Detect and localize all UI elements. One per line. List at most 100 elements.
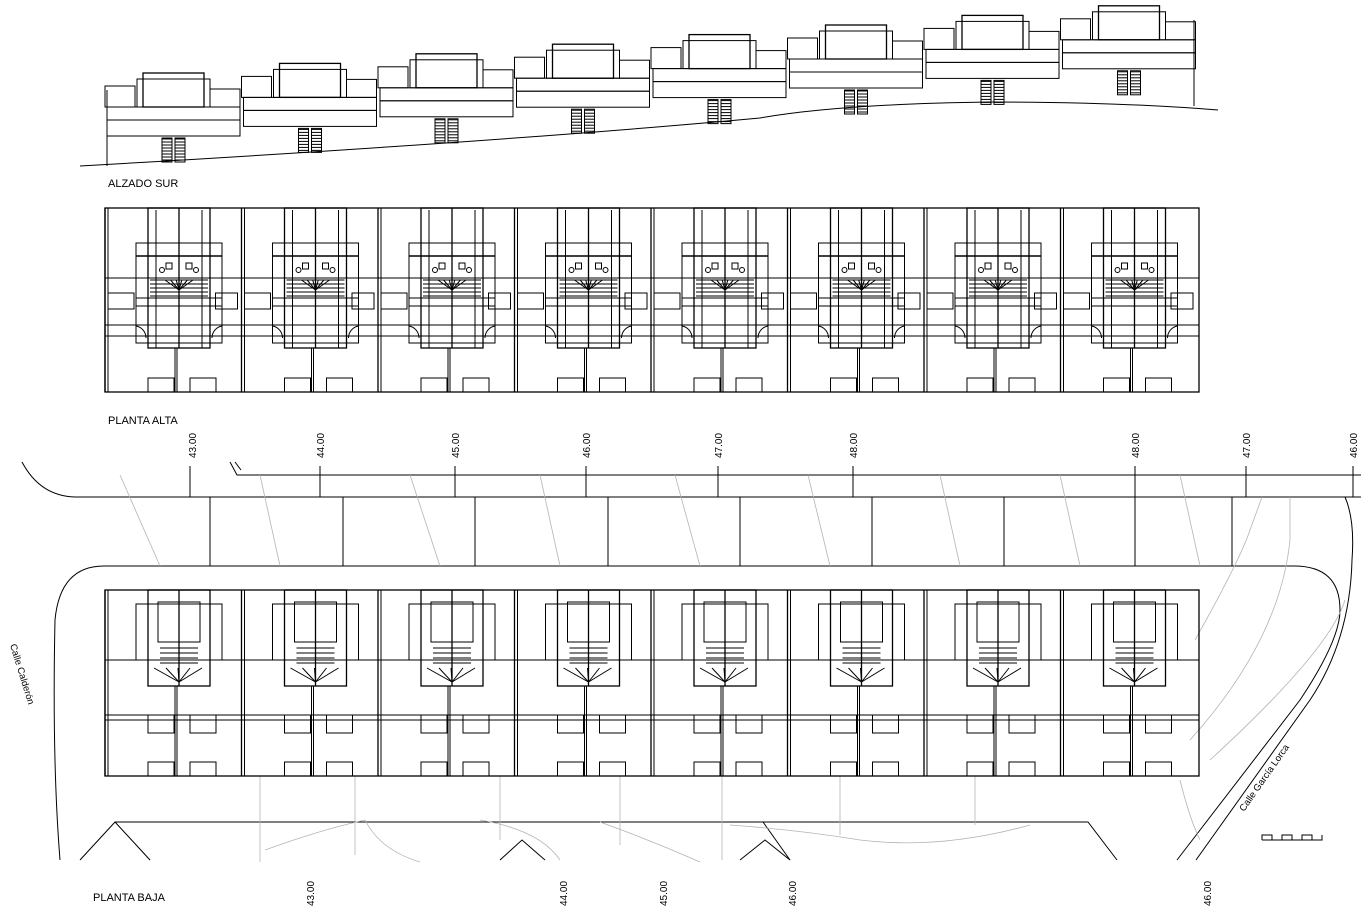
side-volume (1165, 21, 1196, 41)
entry-step (830, 761, 857, 777)
stair-winder (1134, 667, 1158, 683)
stair-flight (447, 118, 459, 144)
entry-step (147, 377, 175, 393)
stair-winder (724, 667, 737, 683)
stair-winder (165, 667, 180, 683)
stair-flight (174, 137, 186, 163)
planter (215, 292, 238, 310)
planter (351, 292, 375, 310)
door-swing (545, 325, 557, 339)
ground-floor-unit (1059, 589, 1178, 777)
entry-step (599, 714, 626, 734)
ground-floor-unit (650, 589, 769, 777)
entry-step (420, 761, 448, 777)
stair-winder (861, 667, 885, 683)
entry-step (830, 714, 857, 734)
stair-flight (720, 99, 732, 125)
basin-fixture (848, 262, 855, 270)
entry-step (872, 714, 899, 734)
entry-step (326, 714, 353, 734)
contour-level-label: 46.00 (1203, 881, 1214, 906)
door-swing (408, 325, 420, 339)
door-swing (272, 325, 284, 339)
lower-volume (106, 119, 241, 137)
wc-fixture (978, 267, 984, 273)
side-volume (377, 66, 409, 89)
stair-winder (314, 667, 316, 683)
planter (761, 292, 784, 310)
upper-floor-unit (377, 207, 511, 393)
terrain-contour (599, 821, 701, 863)
middle-volume (243, 96, 377, 111)
entry-step (872, 377, 899, 393)
embankment (499, 839, 546, 861)
entry-step (1103, 714, 1130, 734)
basin-fixture (438, 262, 446, 270)
stair-winder (315, 667, 339, 683)
stair-winder (302, 667, 316, 683)
wc-fixture (159, 267, 165, 273)
entry-step (284, 714, 311, 734)
planter (926, 292, 954, 310)
central-volume (136, 78, 211, 108)
stair-winder (575, 667, 589, 683)
central-volume (955, 20, 1030, 50)
stair-winder (997, 667, 1022, 683)
top-volume (551, 43, 615, 79)
planter (653, 292, 681, 310)
wc-fixture (705, 267, 711, 273)
central-volume (546, 49, 620, 79)
entry-step (599, 761, 626, 777)
stair-winder (178, 667, 191, 683)
door-swing (620, 325, 632, 339)
road-edge (53, 565, 105, 861)
side-volume (1028, 30, 1060, 50)
lower-volume (652, 81, 787, 99)
terrain-contour (1209, 599, 1346, 761)
entry-step (420, 377, 448, 393)
elevation-unit (377, 53, 514, 144)
wc-fixture (466, 267, 472, 273)
door-swing (1091, 325, 1103, 339)
planter (1034, 292, 1057, 310)
elevation-unit (241, 62, 377, 153)
stair-winder (587, 667, 589, 683)
middle-volume (106, 106, 241, 121)
wc-fixture (568, 267, 575, 273)
embankment (739, 839, 791, 861)
middle-volume (789, 58, 923, 73)
kitchen-block (1113, 601, 1156, 643)
planter (790, 292, 817, 310)
ground-floor-plan (104, 589, 1200, 777)
basin-fixture (322, 262, 329, 270)
road-edge (234, 461, 242, 471)
basin-fixture (1141, 262, 1148, 270)
stair-winder (153, 667, 180, 683)
basin-fixture (185, 262, 193, 270)
middle-volume (925, 48, 1060, 63)
stair-winder (177, 667, 180, 683)
stair-winder (836, 667, 862, 683)
entry-step (693, 714, 721, 734)
planter (107, 292, 135, 310)
door-swing (347, 325, 359, 339)
planter (488, 292, 511, 310)
ground-floor-unit (923, 589, 1042, 777)
stair-winder (426, 667, 453, 683)
road-edge (1195, 496, 1354, 861)
terrain-contour (539, 474, 561, 567)
lower-volume (789, 71, 923, 89)
entry-step (284, 377, 311, 393)
entry-step (1008, 377, 1036, 393)
contour-level-label: 48.00 (1131, 433, 1142, 458)
street-label-garcia-lorca: Calle García Lorca (1237, 742, 1292, 814)
entry-step (1145, 714, 1172, 734)
stair-flight (311, 127, 322, 153)
entry-step (735, 714, 763, 734)
contour-level-label: 44.00 (316, 433, 327, 458)
stair-winder (1134, 667, 1146, 683)
entry-step (147, 714, 175, 734)
kitchen-block (567, 601, 610, 643)
top-volume (415, 53, 478, 89)
